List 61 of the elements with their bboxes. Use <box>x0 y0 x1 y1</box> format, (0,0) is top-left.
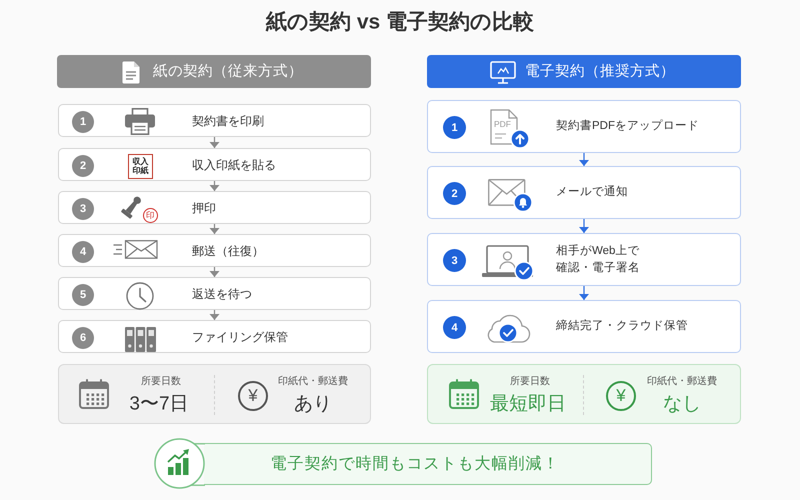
arrow <box>210 310 220 320</box>
summary-panel <box>58 364 371 424</box>
step-number: 4 <box>443 316 466 339</box>
step-label: ファイリング保管 <box>192 329 288 344</box>
step-label: 収入印紙を貼る <box>192 157 276 172</box>
step-box <box>58 320 371 353</box>
step-number: 3 <box>443 249 466 272</box>
arrow <box>579 219 589 233</box>
pdf-file <box>490 109 518 145</box>
summary-panel <box>427 364 741 424</box>
step-number: 5 <box>72 284 94 306</box>
stat-label: 所要日数 <box>510 376 550 388</box>
step-label: 契約書PDFをアップロード <box>556 120 699 134</box>
step-box <box>427 166 741 219</box>
revenue-stamp: 収入印紙 <box>128 154 153 179</box>
step-number: 2 <box>72 155 94 177</box>
step-box <box>427 233 741 286</box>
arrow <box>210 224 220 234</box>
step-label: 相手がWeb上で確認・電子署名 <box>556 243 641 276</box>
banner <box>204 443 652 485</box>
banner-text: 電子契約で時間もコストも大幅削減！ <box>270 454 560 474</box>
step-box <box>427 100 741 153</box>
step-number: 4 <box>72 241 94 263</box>
stat-value: あり <box>294 394 332 416</box>
yen-circle: ¥ <box>606 381 636 411</box>
stat-value: 最短即日 <box>490 394 566 416</box>
step-number: 3 <box>72 198 94 220</box>
title: 紙の契約 vs 電子契約の比較 <box>266 9 534 35</box>
stat-value: 3〜7日 <box>129 394 189 416</box>
step-box <box>58 191 371 224</box>
step-number: 1 <box>72 111 94 133</box>
step-label: 押印 <box>192 200 216 215</box>
step-number: 2 <box>443 182 466 205</box>
header-bar <box>427 55 741 88</box>
stat-label: 印紙代・郵送費 <box>278 376 348 388</box>
step-number: 1 <box>443 116 466 139</box>
arrow <box>210 267 220 277</box>
header-label: 電子契約（推奨方式） <box>525 62 675 80</box>
step-number: 6 <box>72 327 94 349</box>
seal-mark: 印 <box>143 208 158 223</box>
arrow <box>210 137 220 148</box>
header-label: 紙の契約（従来方式） <box>153 62 303 80</box>
step-label: メールで通知 <box>556 186 628 200</box>
arrow <box>210 181 220 191</box>
stat-label: 所要日数 <box>141 376 181 388</box>
yen-circle: ¥ <box>238 381 268 411</box>
arrow <box>579 286 589 300</box>
step-label: 契約書を印刷 <box>192 113 264 128</box>
step-box <box>427 300 741 353</box>
arrow <box>579 153 589 166</box>
step-box <box>58 277 371 310</box>
step-box <box>58 104 371 137</box>
stat-label: 印紙代・郵送費 <box>647 376 717 388</box>
header-bar <box>57 55 371 88</box>
file-type-label: PDF <box>494 118 511 130</box>
stat-value: なし <box>663 394 701 416</box>
step-label: 締結完了・クラウド保管 <box>556 320 688 334</box>
step-label: 返送を待つ <box>192 286 252 301</box>
step-box <box>58 234 371 267</box>
step-label: 郵送（往復） <box>192 243 264 258</box>
step-box <box>58 148 371 181</box>
